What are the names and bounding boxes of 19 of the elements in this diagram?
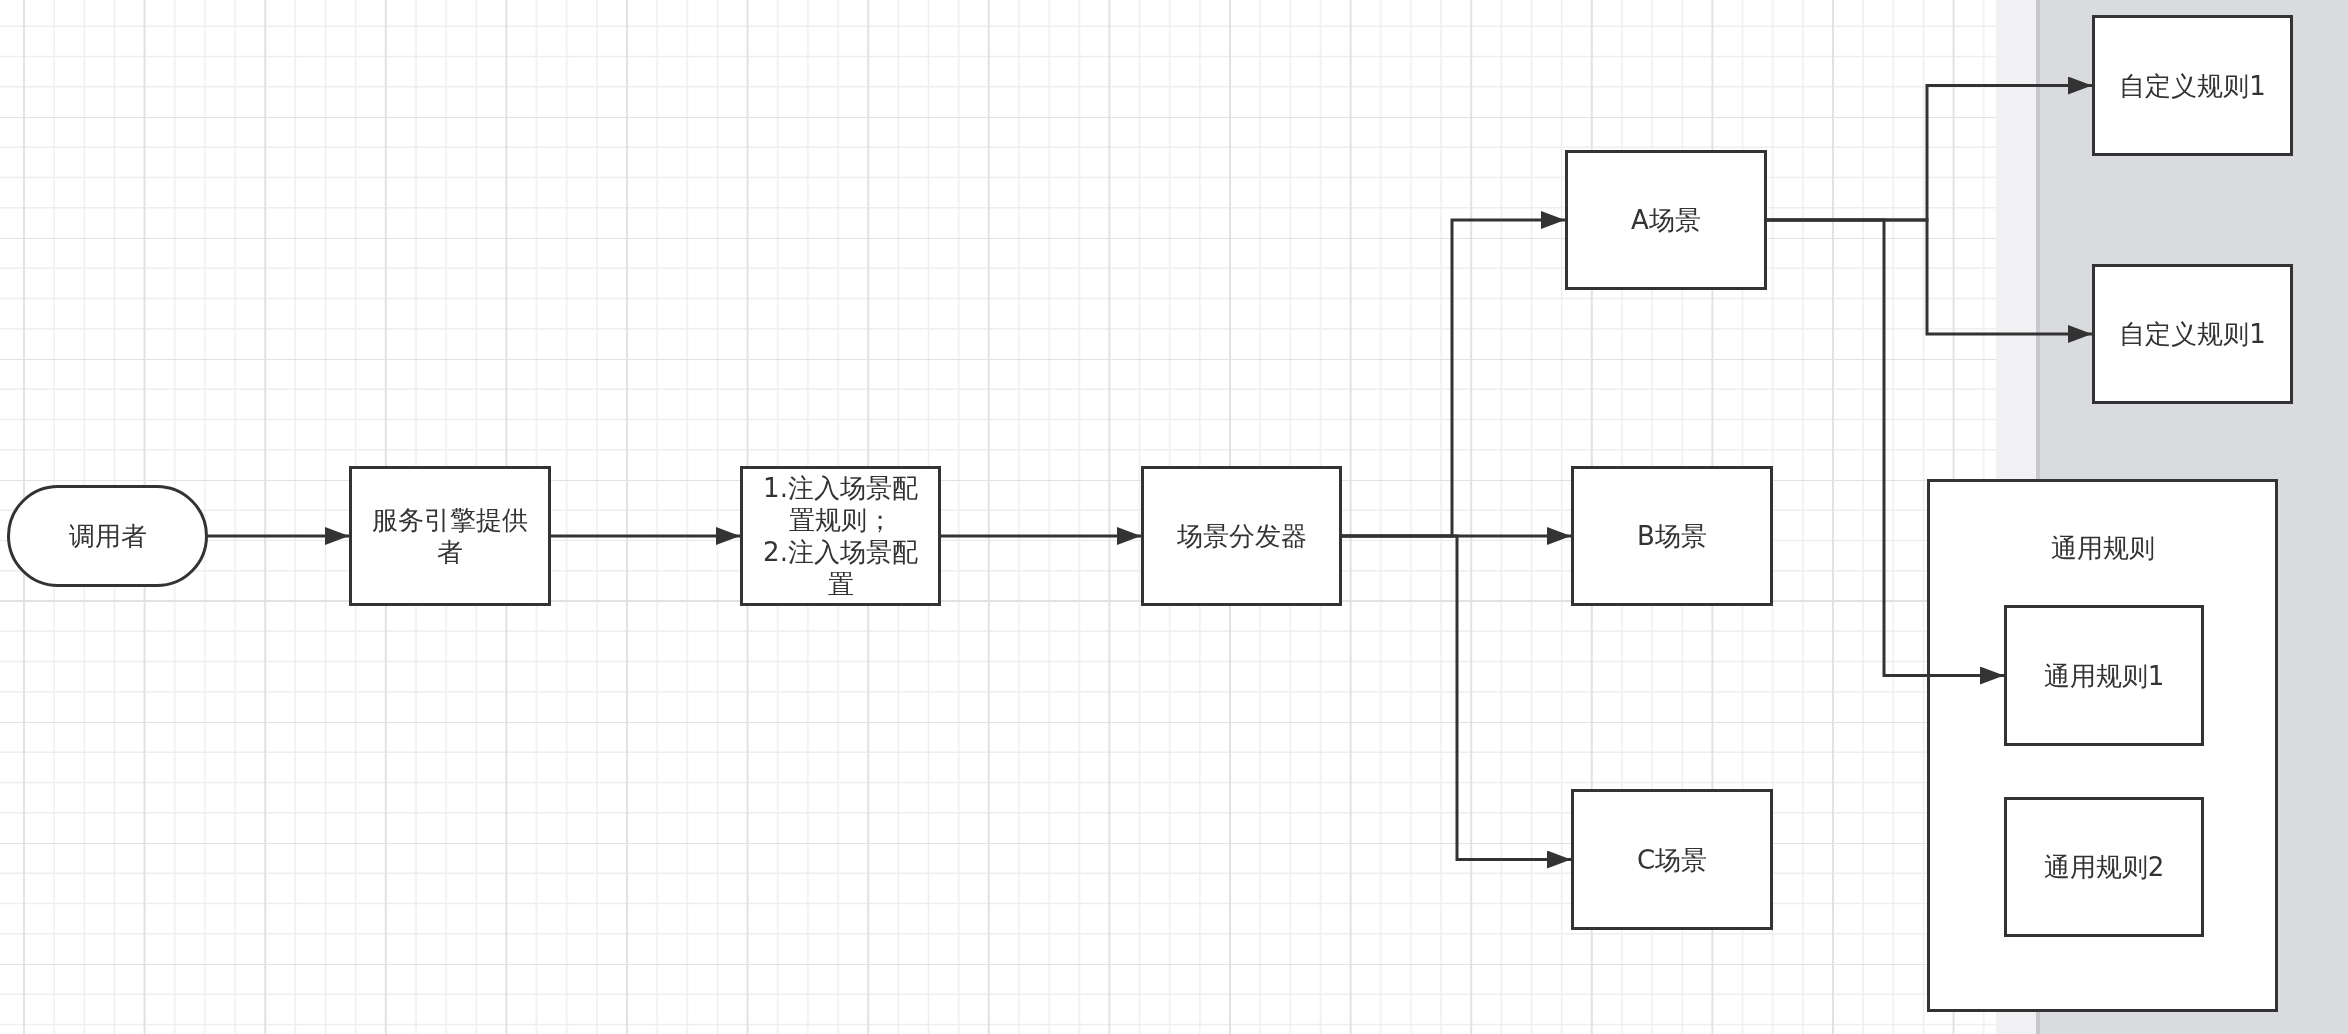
arrow bbox=[208, 527, 349, 545]
process-box bbox=[740, 466, 941, 606]
process-box: 通用规则2 bbox=[2004, 797, 2204, 937]
process-box: 自定义规则1 bbox=[2092, 15, 2293, 156]
process-box: B场景 bbox=[1571, 466, 1773, 606]
process-box: C场景 bbox=[1571, 789, 1773, 930]
group-heading: 通用规则 bbox=[2050, 532, 2155, 564]
group-box bbox=[1927, 479, 2278, 1012]
arrow bbox=[1767, 218, 2004, 685]
step-text: 1.注入场景配置规则； bbox=[762, 472, 919, 536]
arrow bbox=[1342, 534, 1571, 869]
arrow bbox=[941, 527, 1141, 545]
process-box: A场景 bbox=[1565, 150, 1767, 290]
process-box: 自定义规则1 bbox=[2092, 264, 2293, 404]
process-box: 场景分发器 bbox=[1141, 466, 1342, 606]
step-text: 2.注入场景配置 bbox=[762, 536, 919, 600]
process-box: 通用规则1 bbox=[2004, 605, 2204, 746]
process-box: 服务引擎提供者 bbox=[349, 466, 551, 606]
arrow bbox=[551, 527, 740, 545]
